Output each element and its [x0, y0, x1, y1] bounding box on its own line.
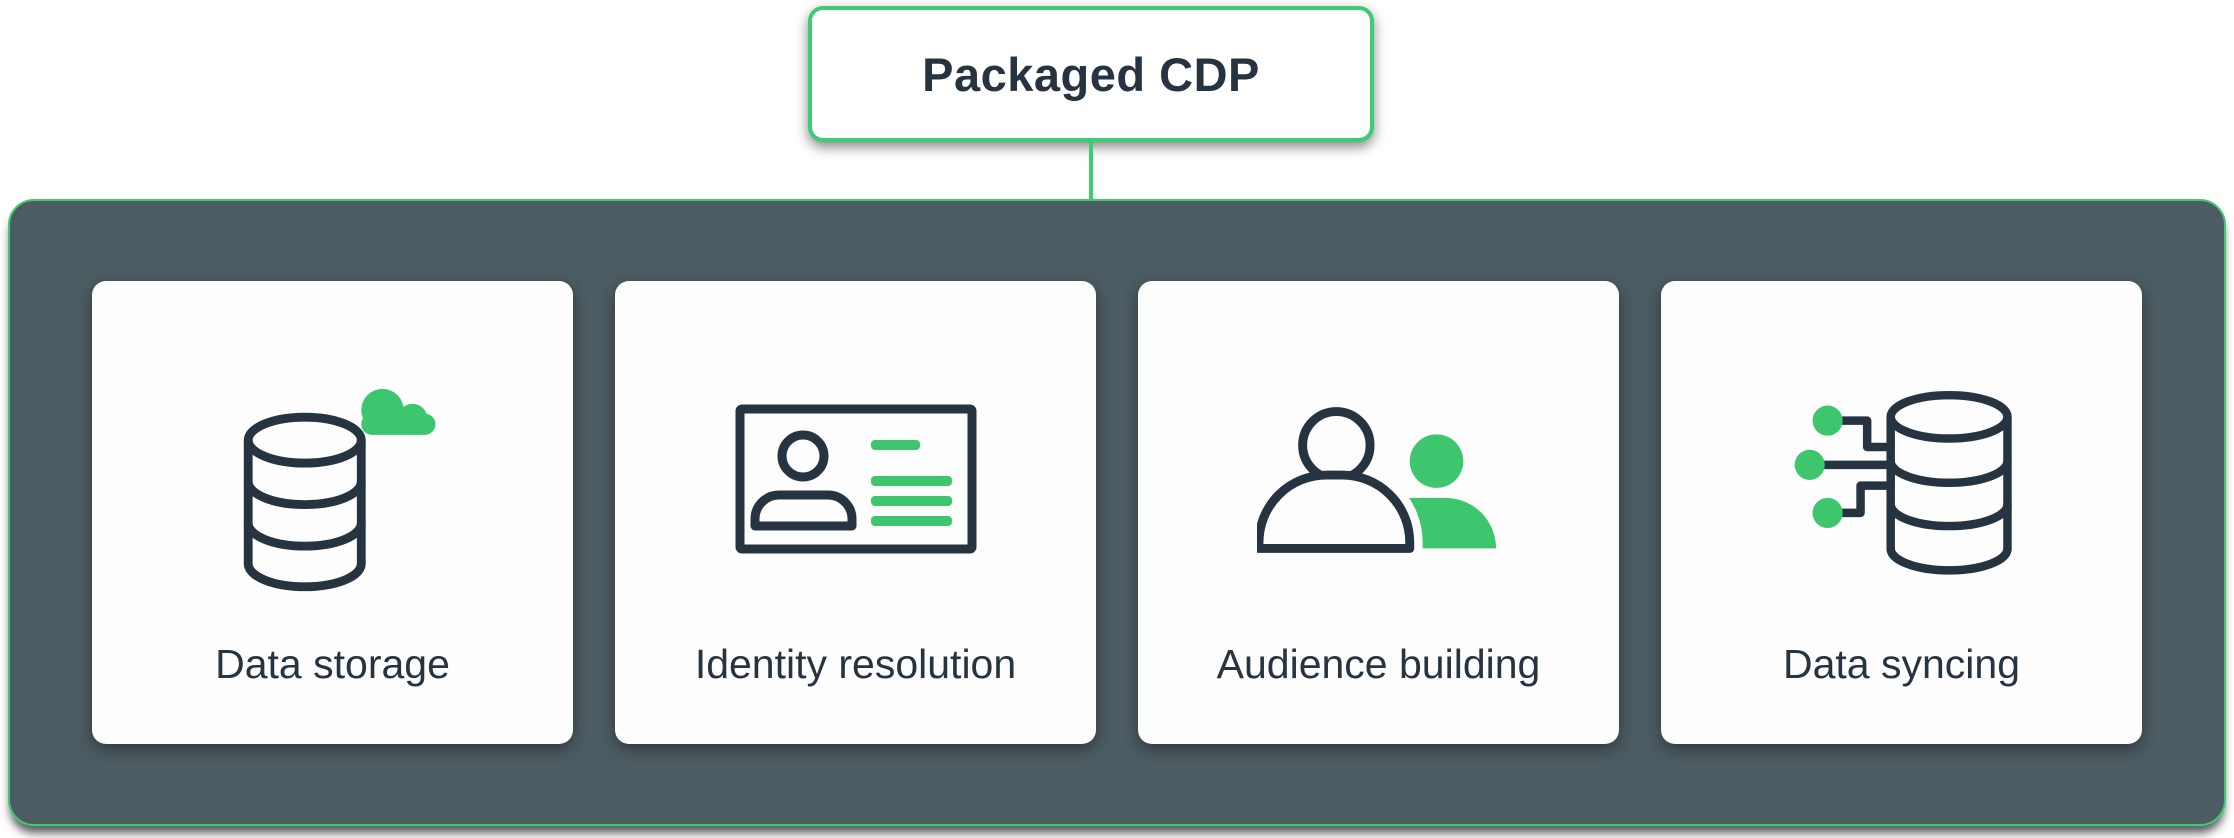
- outlined-person-body: [1256, 470, 1414, 553]
- sync-node: [1812, 497, 1843, 528]
- icon-wrap: [1789, 359, 2015, 599]
- green-person-head: [1409, 434, 1463, 488]
- database-sync-icon: [1794, 390, 2012, 575]
- card-identity-resolution: Identity resolution: [615, 281, 1096, 744]
- outlined-person-head: [1297, 407, 1375, 484]
- id-card-icon: [735, 404, 976, 554]
- icon-wrap: [735, 359, 977, 599]
- card-data-syncing: Data syncing: [1661, 281, 2142, 744]
- green-person-body: [1403, 497, 1496, 549]
- card-label: Audience building: [1216, 641, 1541, 687]
- diagram-header: Packaged CDP: [0, 0, 2208, 199]
- sync-node: [1812, 405, 1843, 436]
- icon-wrap: [1256, 359, 1501, 599]
- database-cloud-icon: [243, 388, 435, 592]
- audience-icon: [1256, 404, 1496, 554]
- card-label: Data storage: [215, 641, 450, 687]
- diagram-title: Packaged CDP: [922, 47, 1260, 101]
- icon-wrap: [227, 359, 439, 599]
- cloud-shape: [360, 388, 435, 435]
- sync-node: [1794, 449, 1825, 480]
- card-data-storage: Data storage: [92, 281, 573, 744]
- packaged-cdp-box: Packaged CDP: [808, 6, 1374, 142]
- card-label: Data syncing: [1782, 641, 2020, 687]
- connector-line: [1089, 142, 1093, 199]
- card-label: Identity resolution: [694, 641, 1017, 687]
- cdp-components-container: Data storage Identity resolution: [8, 199, 2226, 826]
- card-audience-building: Audience building: [1138, 281, 1619, 744]
